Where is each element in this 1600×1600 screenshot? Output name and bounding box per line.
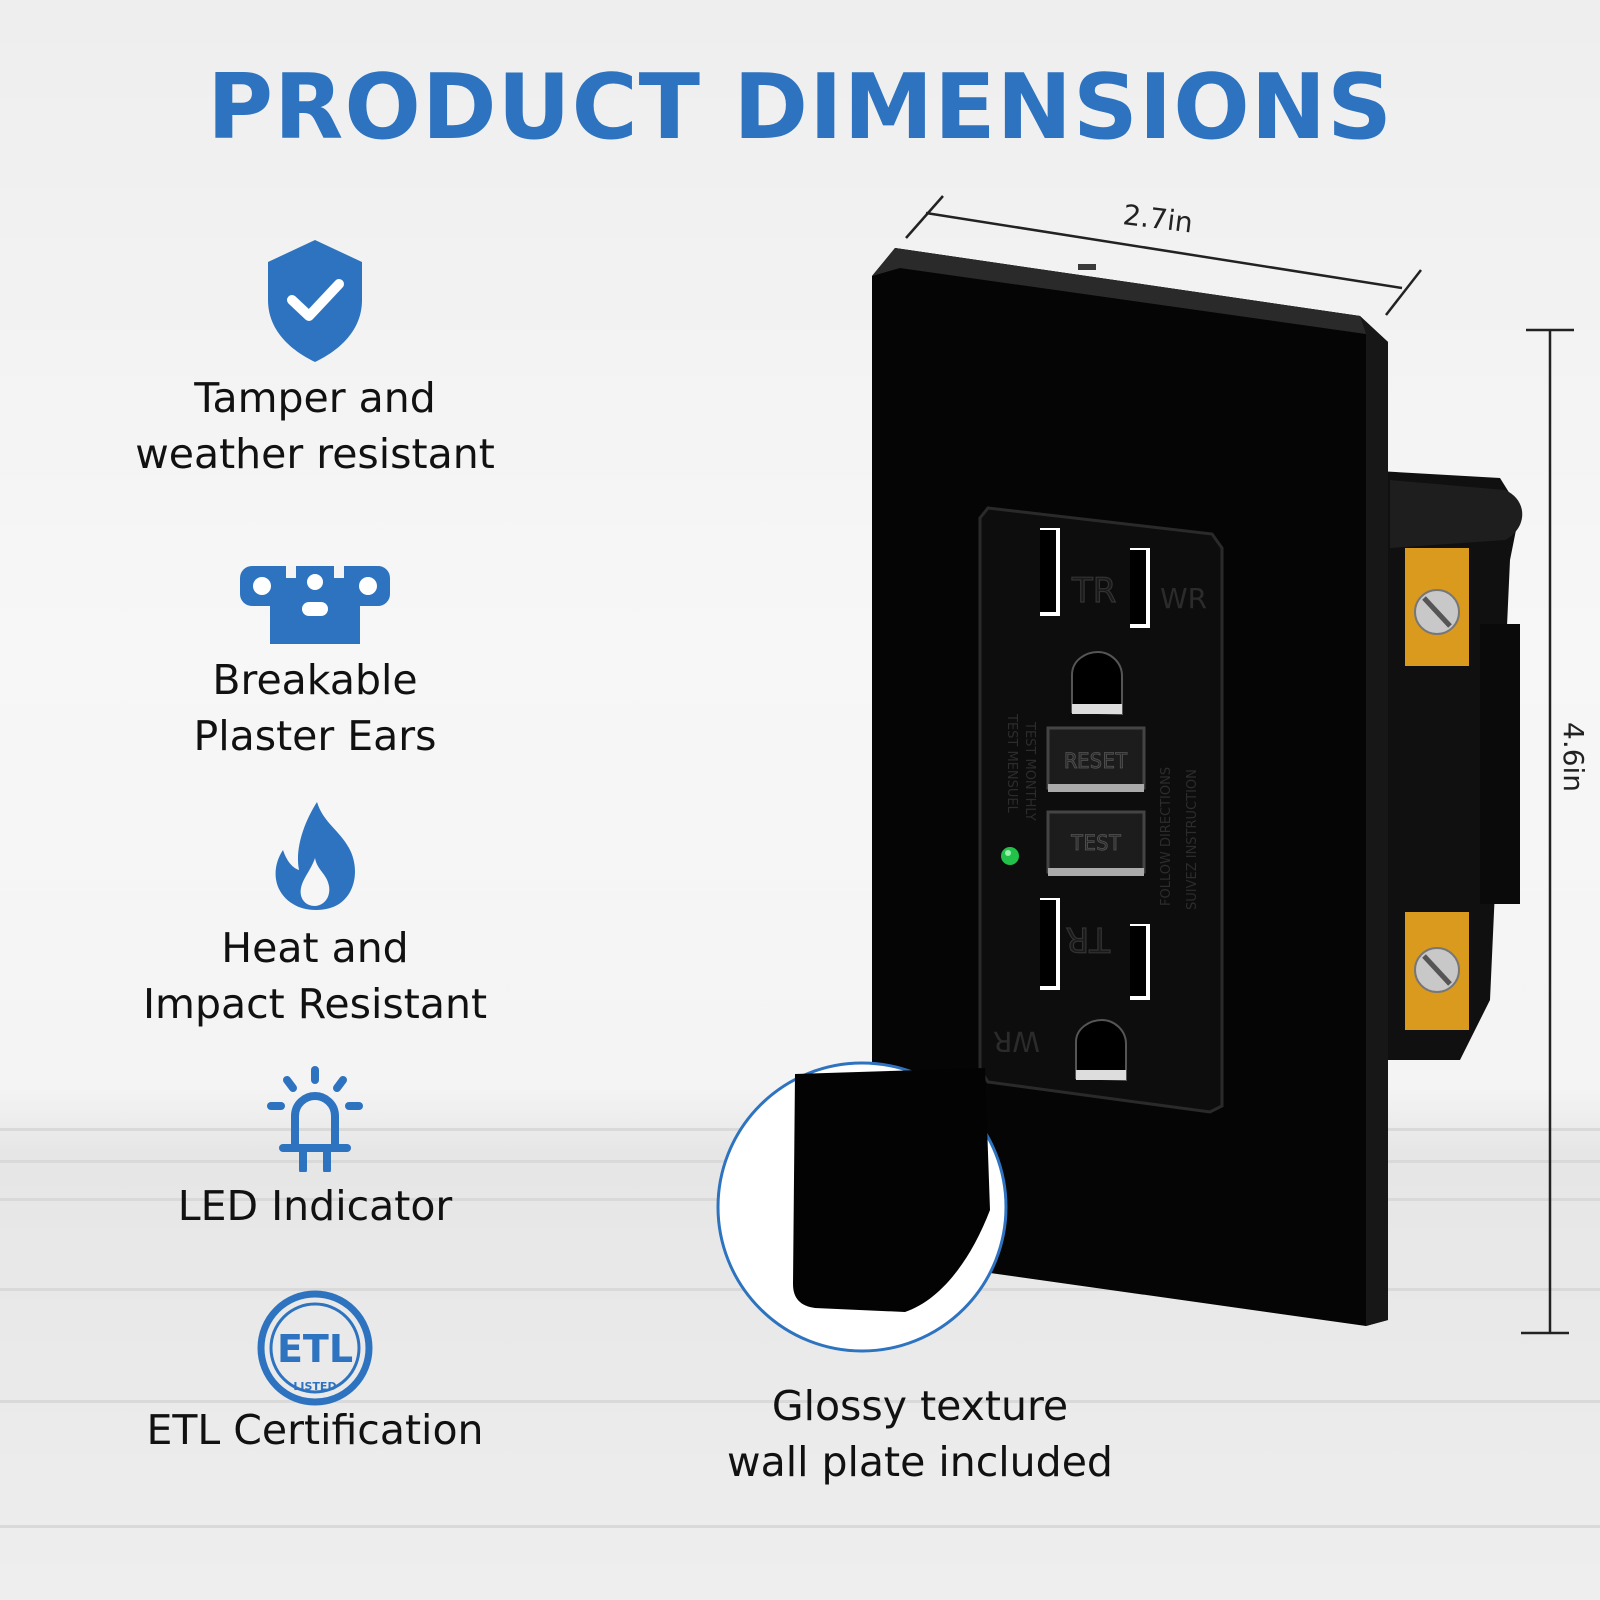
glossy-caption: Glossy texture wall plate included [690,1378,1150,1490]
side-text-follow-directions: FOLLOW DIRECTIONS [1159,767,1174,906]
width-dimension: 2.7in [905,195,1422,316]
feature-label-line1: Tamper and [194,374,436,422]
feature-tamper-weather: Tamper and weather resistant [100,238,530,482]
wr-label-bottom: WR [993,1025,1040,1058]
shield-check-icon [268,240,362,362]
side-text-suivez-instruction: SUIVEZ INSTRUCTION [1185,769,1200,910]
feature-label-line1: Breakable [212,656,418,704]
ground-hole [1071,650,1123,716]
led-light-icon [267,1066,363,1172]
glossy-zoom-circle [716,1061,1008,1353]
feature-led-indicator: LED Indicator [100,1066,530,1234]
led-indicator [1001,847,1019,865]
height-dimension-label: 4.6in [1557,722,1590,792]
feature-heat-impact: Heat and Impact Resistant [100,800,530,1032]
flame-icon [275,802,355,910]
feature-label-line2: weather resistant [135,430,495,478]
side-text-test-monthly: TEST MONTHLY [1022,721,1037,821]
floor-line [0,1525,1600,1528]
plaster-ears-icon [240,566,390,644]
feature-label-line2: Plaster Ears [193,712,437,760]
reset-button-label: RESET [1064,749,1128,773]
etl-listed-icon: ETL LISTED [257,1290,373,1406]
width-dimension-label: 2.7in [1121,198,1195,239]
etl-mark-text: ETL [277,1327,353,1371]
glossy-caption-line1: Glossy texture [771,1382,1069,1430]
feature-label-line1: ETL Certification [146,1406,484,1454]
tr-label-bottom: TR [1066,919,1111,959]
page-title: PRODUCT DIMENSIONS [207,55,1393,160]
height-dimension: 4.6in [1521,328,1590,1335]
feature-label-line1: Heat and [221,924,409,972]
gfci-outlet: TR WR RESET TEST TEST MONTHLY TEST MENSU… [978,506,1224,1114]
glossy-caption-line2: wall plate included [727,1438,1113,1486]
ground-hole [1075,1018,1127,1082]
feature-label-line1: LED Indicator [177,1182,453,1230]
feature-label-line2: Impact Resistant [142,980,488,1028]
receptacle-body [1360,470,1523,1060]
etl-listed-text: LISTED [293,1380,336,1393]
feature-etl-certification: ETL LISTED ETL Certification [100,1290,530,1458]
tr-label-top: TR [1071,571,1116,611]
floor-line [0,1400,1600,1403]
side-text-test-mensuel: TEST MENSUEL [1004,713,1019,814]
feature-plaster-ears: Breakable Plaster Ears [100,566,530,764]
test-button-label: TEST [1071,831,1122,855]
wr-label-top: WR [1160,582,1207,615]
